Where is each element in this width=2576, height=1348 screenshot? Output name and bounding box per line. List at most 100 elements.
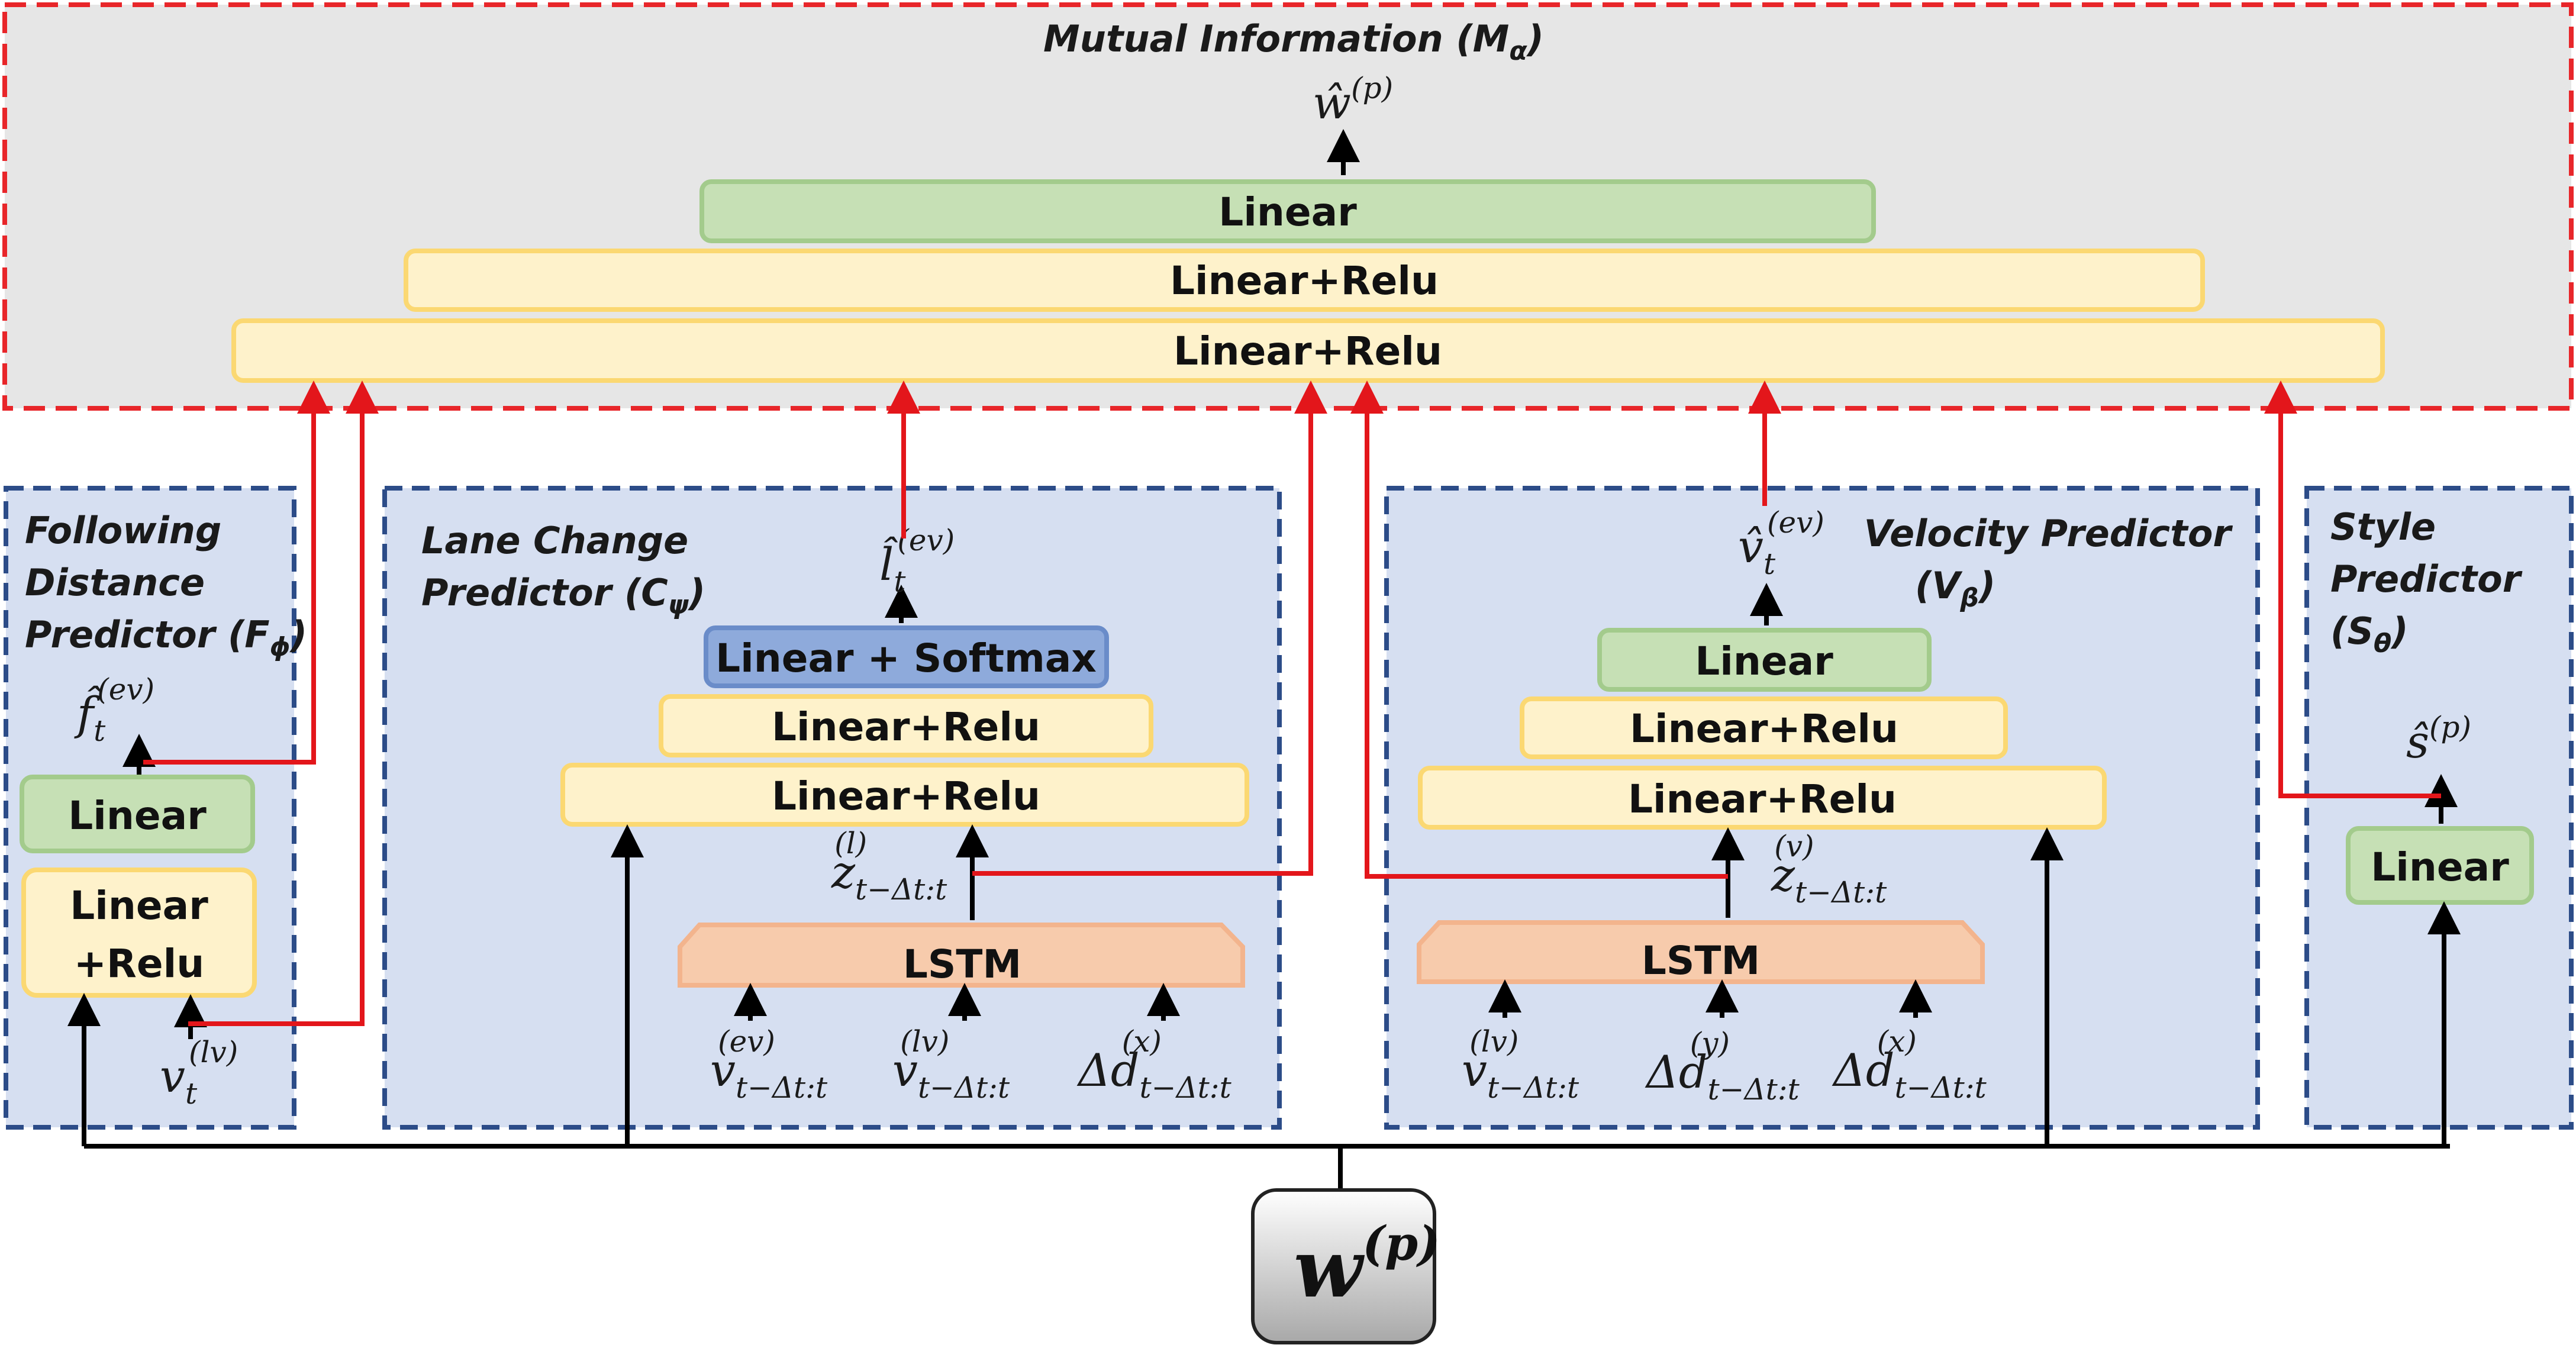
mutual-information-title: Mutual Information (Mα) <box>1043 17 1544 66</box>
v-ev-seq-sup: (ev) <box>718 1024 775 1059</box>
vp-linear-relu-block-lower <box>1418 766 2107 830</box>
velocity-title-line2: (Vβ) <box>1915 564 1995 613</box>
lc-linear-relu-label-upper: Linear+Relu <box>772 704 1040 750</box>
following-title-word: Predictor <box>25 613 217 656</box>
z-l-sup: (l) <box>834 826 867 860</box>
lc-softmax-block <box>704 625 1109 688</box>
s-hat-label: ŝ(p) <box>2406 710 2471 768</box>
z-v-base: z <box>1771 849 1795 901</box>
dd-x-seq-label-lc: Δdt−Δt:t(x) <box>1076 1024 1232 1105</box>
vp-lstm-block <box>1417 920 1985 984</box>
v-lv-label: vt(lv) <box>160 1035 238 1111</box>
v-hat-label: v̂t (ev) <box>1738 505 1824 581</box>
v-ev-seq-base: v <box>710 1044 736 1097</box>
dd-x-seq-sub-vp: t−Δt:t <box>1895 1070 1987 1105</box>
v-lv-seq-sub: t−Δt:t <box>918 1070 1010 1105</box>
mi-linear-label: Linear <box>1218 189 1357 235</box>
following-title-line3: Predictor (Fϕ) <box>25 613 307 662</box>
z-l-sub: t−Δt:t <box>855 872 947 907</box>
fd-linear-relu-line1: Linear <box>70 883 208 928</box>
lane-symbol: C <box>641 571 668 614</box>
dd-x-seq-label-vp: Δdt−Δt:t (x) <box>1832 1024 1987 1105</box>
lc-linear-relu-block-lower <box>560 763 1249 827</box>
red-connector-f-hat <box>143 380 330 765</box>
mi-linear-block <box>699 179 1876 243</box>
vp-linear-relu-block-upper <box>1520 696 2008 759</box>
style-title-line2: Predictor <box>2330 557 2523 601</box>
following-subscript: ϕ <box>270 632 291 662</box>
dd-y-seq-base: Δd <box>1645 1046 1708 1098</box>
mi-linear-relu-label-lower: Linear+Relu <box>1173 328 1442 374</box>
mi-linear-relu-label-upper: Linear+Relu <box>1170 258 1439 304</box>
dd-x-seq-sub-lc: t−Δt:t <box>1140 1070 1232 1105</box>
mi-symbol: M <box>1473 17 1510 60</box>
v-hat-base: v̂ <box>1738 520 1763 573</box>
fd-linear-relu-line2: +Relu <box>74 941 205 986</box>
red-connector-z-l <box>972 380 1327 876</box>
v-lv-seq-sup: (lv) <box>900 1024 949 1059</box>
dd-y-seq-sub: t−Δt:t <box>1708 1072 1800 1107</box>
v-lv-seq-base-vp: v <box>1462 1044 1487 1097</box>
wp-label: w(p) <box>1294 1215 1440 1315</box>
fd-linear-label: Linear <box>68 793 207 839</box>
v-ev-seq-label: vt−Δt:t (ev) <box>710 1024 828 1105</box>
v-lv-sup: (lv) <box>189 1035 238 1069</box>
fd-linear-relu-block <box>21 868 257 998</box>
velocity-symbol: V <box>1932 564 1963 607</box>
vp-linear-relu-label-upper: Linear+Relu <box>1630 706 1898 752</box>
style-linear-label: Linear <box>2371 844 2509 890</box>
dd-y-seq-label: Δdt−Δt:t (y) <box>1645 1026 1800 1107</box>
wp-sup: (p) <box>1362 1215 1440 1271</box>
mi-title-text: Mutual Information <box>1043 17 1443 60</box>
lane-title-word: Predictor <box>421 571 614 614</box>
lc-linear-relu-block-upper <box>659 694 1153 757</box>
w-hat-base: ŵ <box>1313 76 1351 129</box>
style-title-line3: (Sθ) <box>2330 609 2409 659</box>
following-title-line1: Following <box>25 509 221 552</box>
v-lv-seq-sub-vp: t−Δt:t <box>1487 1070 1579 1105</box>
red-connector-s-hat <box>2264 380 2441 798</box>
lc-lstm-label: LSTM <box>903 941 1021 987</box>
f-hat-sub: t <box>94 714 106 748</box>
v-hat-sub: t <box>1763 547 1776 581</box>
mi-linear-relu-block-upper <box>404 249 2205 312</box>
v-lv-base: v <box>160 1050 185 1102</box>
lc-lstm-block <box>678 923 1245 988</box>
wp-base: w <box>1294 1221 1365 1315</box>
s-hat-sup: (p) <box>2429 710 2471 744</box>
fd-linear-block <box>20 775 255 853</box>
following-symbol: F <box>244 613 269 656</box>
f-hat-sup: (ev) <box>97 672 154 707</box>
z-v-label: zt−Δt:t(v) <box>1771 829 1887 910</box>
red-connector-v-lv <box>188 380 379 1026</box>
wp-box <box>1251 1188 1436 1344</box>
vp-linear-relu-label-lower: Linear+Relu <box>1628 776 1897 822</box>
vp-linear-block <box>1597 628 1932 692</box>
vp-linear-label: Linear <box>1695 638 1833 684</box>
dd-x-seq-sup-vp: (x) <box>1877 1024 1917 1059</box>
red-connector-z-v <box>1350 380 1728 879</box>
dd-y-seq-sup: (y) <box>1690 1026 1730 1060</box>
v-lv-seq-sup-vp: (lv) <box>1469 1024 1518 1059</box>
dd-x-seq-base-vp: Δd <box>1832 1044 1895 1097</box>
dd-x-seq-base-lc: Δd <box>1076 1044 1140 1097</box>
mi-subscript: α <box>1509 36 1527 66</box>
lane-title-line1: Lane Change <box>421 519 688 562</box>
v-lv-seq-label: vt−Δt:t (lv) <box>892 1024 1010 1105</box>
z-l-label: zt−Δt:t (l) <box>831 826 947 907</box>
following-title-line2: Distance <box>25 561 205 604</box>
l-hat-sup: (ev) <box>897 523 955 557</box>
w-hat-sup: (p) <box>1351 71 1393 105</box>
z-v-sup: (v) <box>1774 829 1814 863</box>
lc-softmax-label: Linear + Softmax <box>715 636 1097 681</box>
v-hat-sup: (ev) <box>1767 505 1824 540</box>
style-subscript: θ <box>2374 628 2391 659</box>
velocity-title-line1: Velocity Predictor <box>1864 512 2233 555</box>
v-ev-seq-sub: t−Δt:t <box>736 1070 828 1105</box>
v-lv-seq-label-vp: vt−Δt:t (lv) <box>1462 1024 1579 1105</box>
lane-subscript: ψ <box>668 590 689 620</box>
style-symbol: S <box>2347 609 2374 653</box>
lc-linear-relu-label-lower: Linear+Relu <box>772 773 1040 819</box>
v-lv-seq-base: v <box>892 1044 918 1097</box>
z-l-base: z <box>831 846 856 898</box>
